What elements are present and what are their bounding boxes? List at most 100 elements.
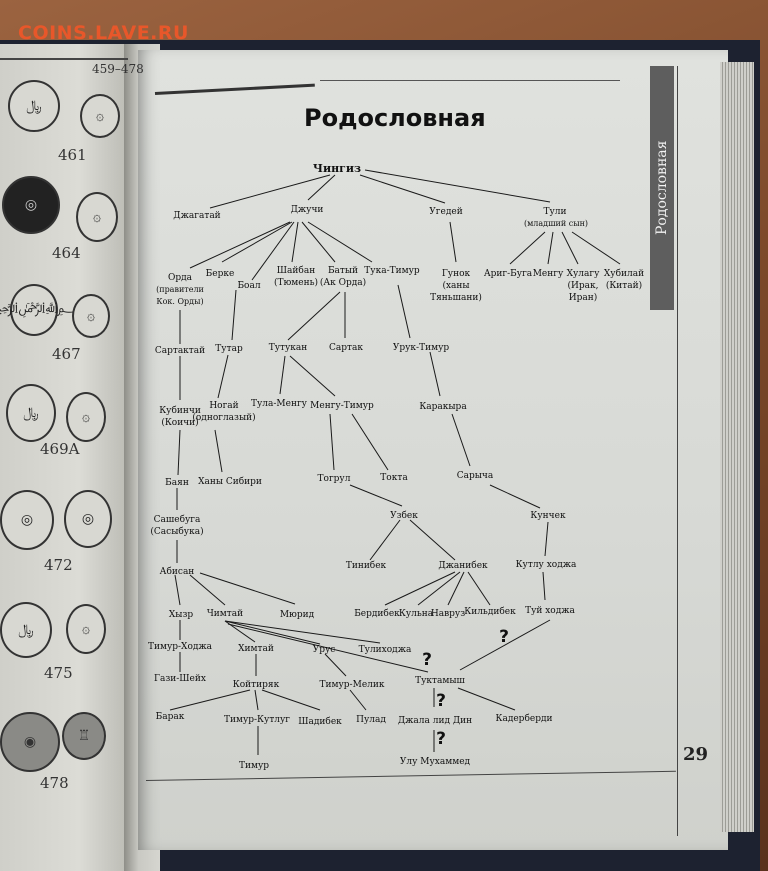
node-orda-note2: Кок. Орды) — [156, 297, 203, 306]
node-sasybuga-note: (Сасыбука) — [150, 526, 203, 537]
node-janibek: Джанибек — [438, 560, 488, 571]
coin-label: 469A — [40, 440, 80, 458]
node-chimtai: Чимтай — [207, 609, 243, 619]
node-shaiban-note: (Тюмень) — [274, 277, 318, 288]
node-kutlukhoja: Кутлу ходжа — [516, 560, 577, 570]
node-shadibek: Шадибек — [298, 716, 342, 727]
coin-label: 472 — [44, 556, 73, 574]
coin-label: 467 — [52, 345, 81, 363]
node-sarycha: Сарыча — [457, 471, 494, 481]
left-page-rule — [0, 58, 128, 60]
node-tokta: Токта — [380, 473, 408, 483]
question-mark: ? — [436, 691, 446, 711]
node-tutar: Тутар — [215, 344, 243, 354]
node-khanysibiri: Ханы Сибири — [198, 476, 262, 487]
coin-image: ۞ — [80, 94, 120, 138]
node-tinibek: Тинибек — [346, 560, 387, 571]
node-chingiz: Чингиз — [313, 162, 361, 175]
page-edges — [720, 62, 754, 832]
page-title: Родословная — [304, 104, 486, 132]
node-berke: Берке — [206, 269, 235, 279]
page-number: 29 — [683, 744, 709, 765]
node-batyi-note: (Ак Орда) — [320, 277, 366, 288]
left-page-range: 459–478 — [92, 62, 144, 76]
node-togrul: Тогрул — [318, 474, 351, 484]
question-mark: ? — [499, 627, 509, 647]
node-tuli: Тули — [543, 207, 566, 217]
watermark-text: COINS.LAVE.RU — [18, 22, 189, 44]
node-tulikhoja: Тулиходжа — [359, 645, 412, 655]
coin-image: ﷼ — [6, 384, 56, 442]
coin-label: 464 — [52, 244, 81, 262]
node-gazisheikh: Гази-Шейх — [154, 674, 206, 684]
node-ugedei: Угедей — [429, 207, 462, 217]
node-sasybuga: Сашебуга — [154, 514, 201, 525]
node-tutukan: Тутукан — [269, 343, 308, 353]
node-kubinchi: Кубинчи — [159, 405, 201, 416]
node-kulna: Кульна — [399, 609, 434, 619]
node-juchi: Джучи — [291, 205, 324, 215]
node-pulad: Пулад — [356, 715, 386, 725]
node-hulagu-note1: (Ирак, — [568, 280, 599, 291]
node-kubinchi-note: (Коичи) — [161, 417, 198, 428]
node-nogai-note: (одноглазый) — [192, 412, 255, 423]
node-arigbuga: Ариг-Буга — [484, 269, 533, 279]
node-orda: Орда — [168, 273, 193, 283]
coin-image: ۞ — [72, 294, 110, 338]
coin-image: ◉ — [0, 712, 60, 772]
coin-label: 478 — [40, 774, 69, 792]
margin-line — [677, 66, 678, 836]
node-udumuhammed: Улу Мухаммед — [400, 757, 471, 767]
node-orda-note1: (правители — [156, 285, 204, 294]
node-timur: Тимур — [239, 761, 269, 771]
node-berdibek: Бердибек — [354, 608, 400, 619]
coin-image: ۞ — [76, 192, 118, 242]
node-tuli-note: (младший сын) — [524, 219, 588, 228]
node-jalaldin: Джала лид Дин — [398, 716, 472, 726]
node-timurhoja: Тимур-Ходжа — [148, 642, 213, 652]
node-kunchek: Кунчек — [530, 511, 566, 521]
coin-label: 461 — [58, 146, 87, 164]
node-gunok-note2: Тяньшани) — [430, 292, 482, 303]
node-myurid: Мюрид — [280, 610, 315, 620]
node-uzbek: Узбек — [390, 510, 418, 521]
coin-image: ﷼ — [0, 602, 52, 658]
node-timurmelik: Тимур-Мелик — [320, 680, 385, 690]
coin-label: 475 — [44, 664, 73, 682]
node-hubilai-note: (Китай) — [606, 280, 642, 291]
coin-image: ◎ — [64, 490, 112, 548]
coin-image: ♖ — [62, 712, 106, 760]
node-himtai: Химтай — [238, 644, 274, 654]
coin-image: ۞ — [66, 604, 106, 654]
node-uruktimur: Урук-Тимур — [393, 343, 450, 353]
node-khyzr: Хызр — [169, 610, 193, 620]
node-gunok: Гунок — [442, 269, 471, 279]
node-abisan: Абисан — [160, 566, 195, 577]
node-sartaktai: Сартактай — [155, 346, 205, 356]
node-batyi: Батый — [328, 266, 358, 276]
header-rule-thin — [320, 80, 620, 81]
node-urus: Урус — [313, 645, 336, 655]
node-bain: Баян — [165, 478, 189, 488]
side-tab — [650, 66, 674, 310]
node-shaiban: Шайбан — [277, 265, 315, 276]
node-kaderberdi: Кадерберди — [495, 713, 552, 724]
node-mengutimur: Менгу-Тимур — [310, 401, 374, 411]
coin-image: ◎ — [2, 176, 60, 234]
node-tukatimur: Тука-Тимур — [364, 266, 420, 276]
node-gunok-note1: (ханы — [442, 280, 469, 291]
coin-image: ۞ — [66, 392, 106, 442]
node-timurkutlug: Тимур-Кутлуг — [224, 715, 290, 725]
node-koitiryak: Койтиряк — [233, 680, 280, 690]
node-nogai: Ногай — [209, 401, 238, 411]
node-karakyra: Каракыра — [419, 402, 467, 412]
coin-image: ﷼ — [8, 80, 60, 132]
node-kildibek: Кильдибек — [464, 606, 516, 617]
node-hulagu: Хулагу — [567, 269, 601, 279]
tree-connectors — [169, 169, 621, 755]
node-hulagu-note2: Иран) — [569, 292, 598, 303]
node-boal: Боал — [237, 281, 260, 291]
coin-image: ◎ — [0, 490, 54, 550]
node-mengu: Менгу — [533, 269, 564, 279]
